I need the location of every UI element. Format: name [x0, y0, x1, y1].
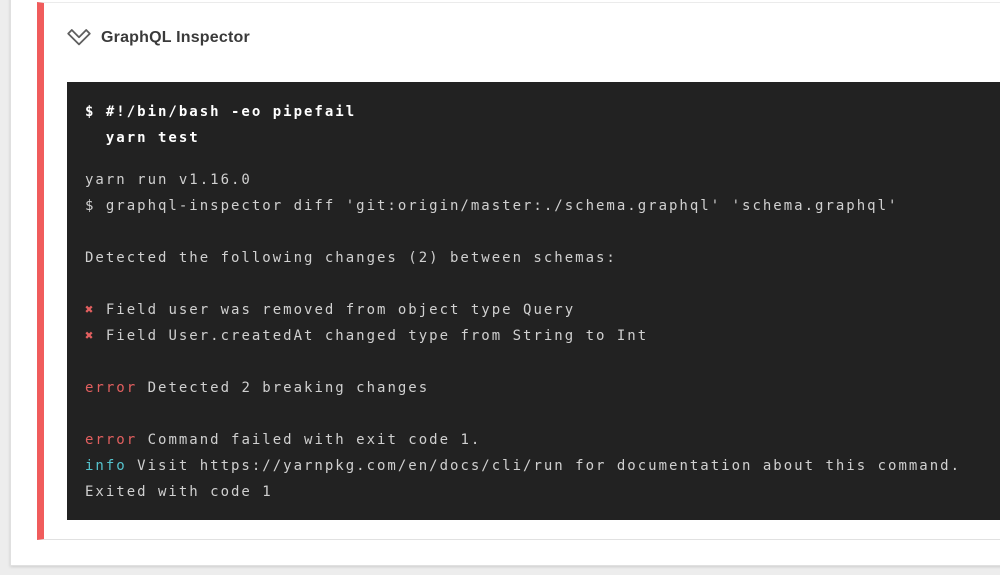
terminal-stdout-line: Detected the following changes (2) betwe… [85, 245, 994, 271]
terminal-stdout-line [85, 401, 994, 427]
build-step-card: GraphQL Inspector $ #!/bin/bash -eo pipe… [10, 0, 1000, 566]
terminal-stdout-line: ✖ Field User.createdAt changed type from… [85, 323, 994, 349]
terminal-stdout-line: yarn run v1.16.0 [85, 167, 994, 193]
terminal-segment: Field user was removed from object type … [95, 302, 576, 318]
terminal-stdout-line: ✖ Field user was removed from object typ… [85, 297, 994, 323]
terminal-stdout-line [85, 219, 994, 245]
terminal-segment: Field User.createdAt changed type from S… [95, 328, 649, 344]
terminal-segment-red: ✖ [85, 328, 96, 344]
terminal-segment-cyan: info [85, 458, 127, 474]
terminal-segment: Detected the following changes (2) betwe… [85, 250, 617, 266]
terminal-stdout-line: error Command failed with exit code 1. [85, 427, 994, 453]
terminal-segment: yarn run v1.16.0 [85, 172, 252, 188]
terminal-stdout-line [85, 271, 994, 297]
terminal-segment-red: error [85, 380, 138, 396]
terminal-segment-red: error [85, 432, 138, 448]
step-title: GraphQL Inspector [101, 29, 250, 46]
terminal-command-block: $ #!/bin/bash -eo pipefail yarn test [85, 99, 994, 151]
terminal-segment: Exited with code 1 [85, 484, 273, 500]
terminal-stdout-line [85, 349, 994, 375]
terminal-segment: Command failed with exit code 1. [137, 432, 482, 448]
terminal-stdout-line: error Detected 2 breaking changes [85, 375, 994, 401]
terminal-stdout-line: Exited with code 1 [85, 479, 994, 505]
terminal-segment: Visit https://yarnpkg.com/en/docs/cli/ru… [126, 458, 962, 474]
terminal-stdout-block: yarn run v1.16.0 $ graphql-inspector diff… [85, 167, 994, 505]
step-header-toggle[interactable]: GraphQL Inspector [44, 3, 1000, 50]
terminal-segment: Detected 2 breaking changes [137, 380, 430, 396]
chevron-down-outline-icon [67, 28, 91, 45]
terminal-output: $ #!/bin/bash -eo pipefail yarn test yar… [67, 82, 1000, 520]
terminal-segment: $ graphql-inspector diff 'git:origin/mas… [85, 198, 899, 214]
terminal-stdout-line: info Visit https://yarnpkg.com/en/docs/c… [85, 453, 994, 479]
step-row-failed: GraphQL Inspector $ #!/bin/bash -eo pipe… [37, 2, 1000, 540]
terminal-command-line: yarn test [85, 130, 200, 146]
terminal-segment-red: ✖ [85, 302, 96, 318]
terminal-stdout-line: $ graphql-inspector diff 'git:origin/mas… [85, 193, 994, 219]
terminal-command-line: $ #!/bin/bash -eo pipefail [85, 104, 357, 120]
